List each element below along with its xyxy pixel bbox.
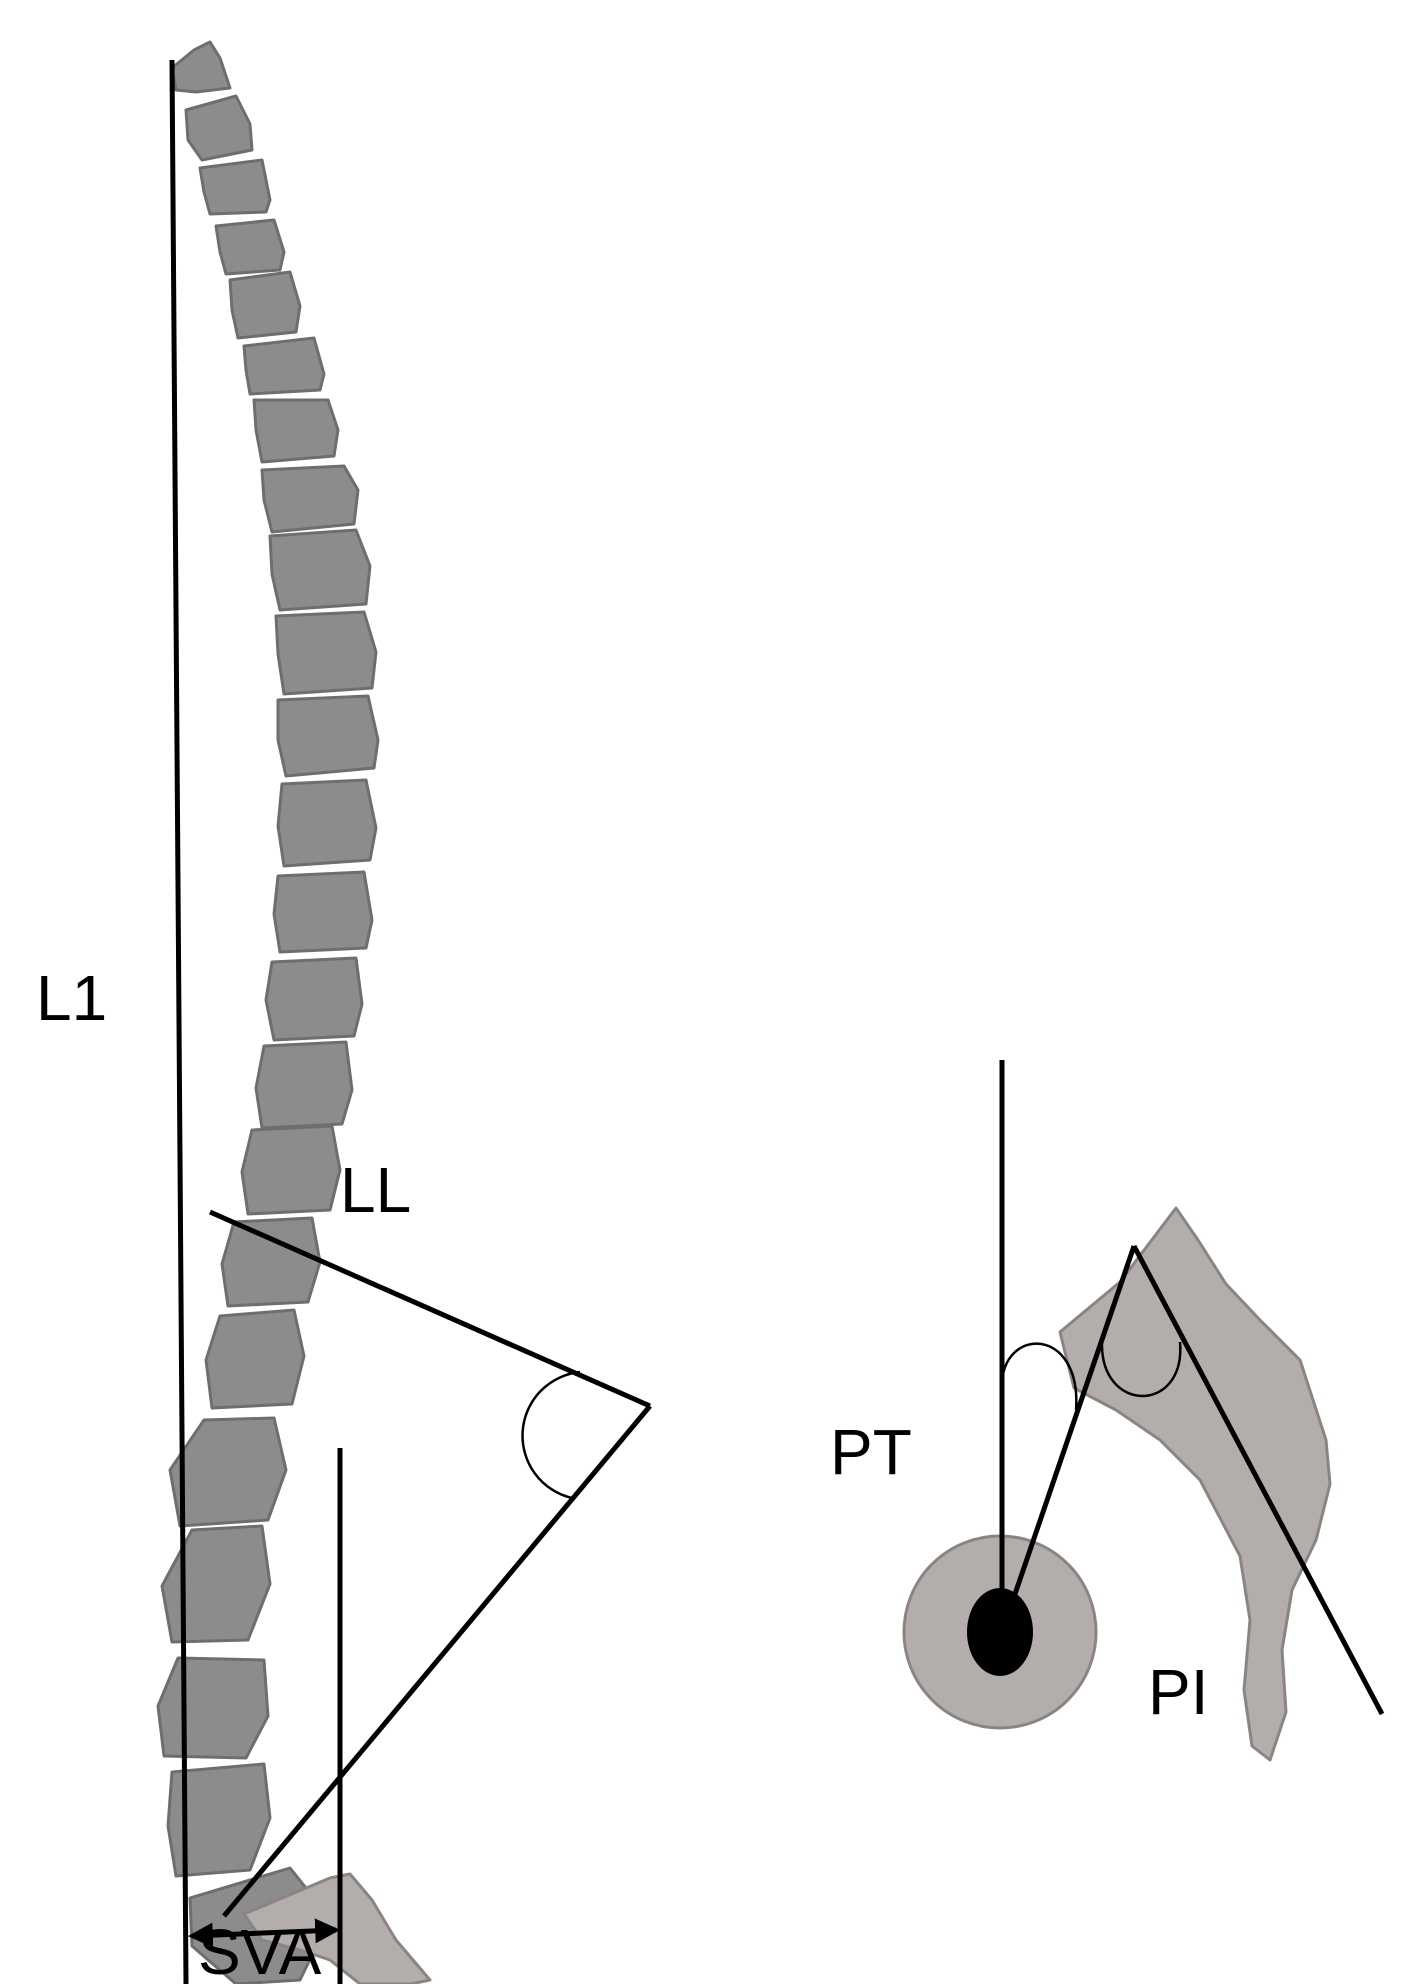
vertebra-c6 xyxy=(228,270,302,340)
vertebra-c3 xyxy=(184,94,254,162)
label-pt: PT xyxy=(830,1416,912,1488)
label-ll: LL xyxy=(340,1154,411,1226)
vertebra-l3 xyxy=(156,1656,270,1760)
vertebra-t9 xyxy=(254,1040,354,1130)
label-l1: L1 xyxy=(36,962,107,1034)
vertebra-t6 xyxy=(276,778,378,868)
vertebra-t4 xyxy=(274,610,378,696)
sva-measure-arrow xyxy=(187,1918,341,1948)
pt-hip-to-sacrum-line xyxy=(999,1245,1137,1633)
sacrum-right xyxy=(1058,1206,1332,1762)
vertebra-t5 xyxy=(276,694,380,778)
vertebra-l2 xyxy=(160,1524,272,1644)
vertebra-t7 xyxy=(272,870,374,954)
ll-angle-arc xyxy=(521,1370,581,1500)
vertebra-t1 xyxy=(252,398,340,464)
label-sva: SVA xyxy=(198,1916,322,1984)
c7-plumb-line xyxy=(169,59,189,1984)
vertebra-t2 xyxy=(260,464,360,534)
vertebra-c5 xyxy=(214,218,286,276)
pt-angle-arc xyxy=(1000,1342,1078,1411)
vertebra-c4 xyxy=(198,158,272,216)
vertebra-t3 xyxy=(268,528,372,612)
spine xyxy=(156,40,380,1984)
vertebra-c7 xyxy=(242,336,326,396)
vertebra-c2 xyxy=(170,40,232,94)
label-pi: PI xyxy=(1148,1656,1208,1728)
s1-endplate-line xyxy=(222,1404,652,1918)
pi-perpendicular-line xyxy=(1131,1244,1385,1716)
vertebra-t11 xyxy=(220,1216,322,1308)
vertebra-t8 xyxy=(264,956,364,1042)
pi-angle-arc xyxy=(1100,1341,1182,1398)
vertebra-t10 xyxy=(240,1124,342,1216)
vertebra-t12 xyxy=(204,1308,306,1410)
vertebra-l4 xyxy=(166,1762,272,1878)
vertebra-l1 xyxy=(168,1416,288,1528)
